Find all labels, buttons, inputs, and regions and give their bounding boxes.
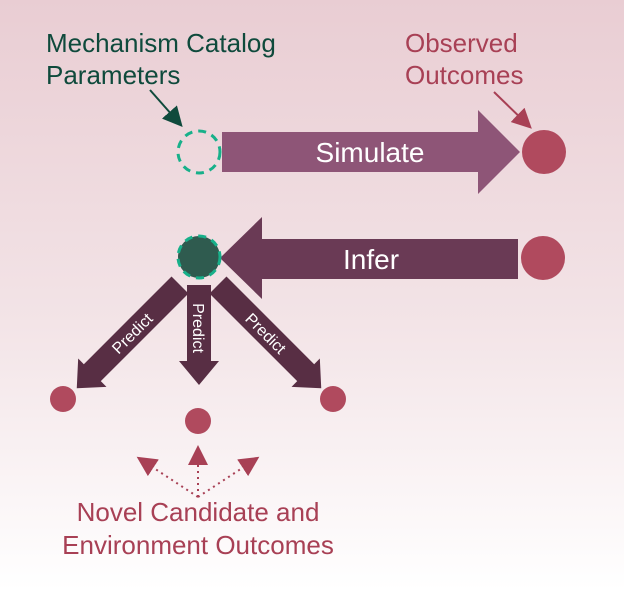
observed-pointer: [493, 91, 532, 129]
observed-label-line2: Outcomes: [405, 60, 524, 90]
predicted-outcome-node-mid: [185, 408, 211, 434]
mechanism-label-line2: Parameters: [46, 60, 180, 90]
predict-arrow-mid: [179, 285, 219, 385]
predicted-outcome-node-left: [50, 386, 76, 412]
novel-label-line2: Environment Outcomes: [62, 530, 334, 560]
predicted-outcome-node-right: [320, 386, 346, 412]
novel-pointer-right: [197, 456, 260, 498]
simulate-arrow: [222, 110, 520, 194]
observed-outcome-node-top: [522, 130, 566, 174]
simulate-arrow-label: Simulate: [316, 137, 425, 168]
observed-label-line1: Observed: [405, 28, 518, 58]
infer-arrow: [220, 217, 518, 299]
mechanism-pointer: [149, 89, 183, 127]
parameter-node-inferred: [176, 234, 222, 280]
predict-arrow-right: [209, 276, 322, 389]
parameter-node-empty: [176, 129, 222, 175]
predict-arrow-left: [76, 276, 189, 389]
infer-arrow-label: Infer: [343, 244, 399, 275]
observed-outcome-node-bottom: [521, 236, 565, 280]
predict-arrow-mid-label: Predict: [189, 303, 206, 353]
mechanism-label-line1: Mechanism Catalog: [46, 28, 276, 58]
novel-pointer-left: [136, 456, 199, 498]
novel-label-line1: Novel Candidate and: [77, 497, 320, 527]
